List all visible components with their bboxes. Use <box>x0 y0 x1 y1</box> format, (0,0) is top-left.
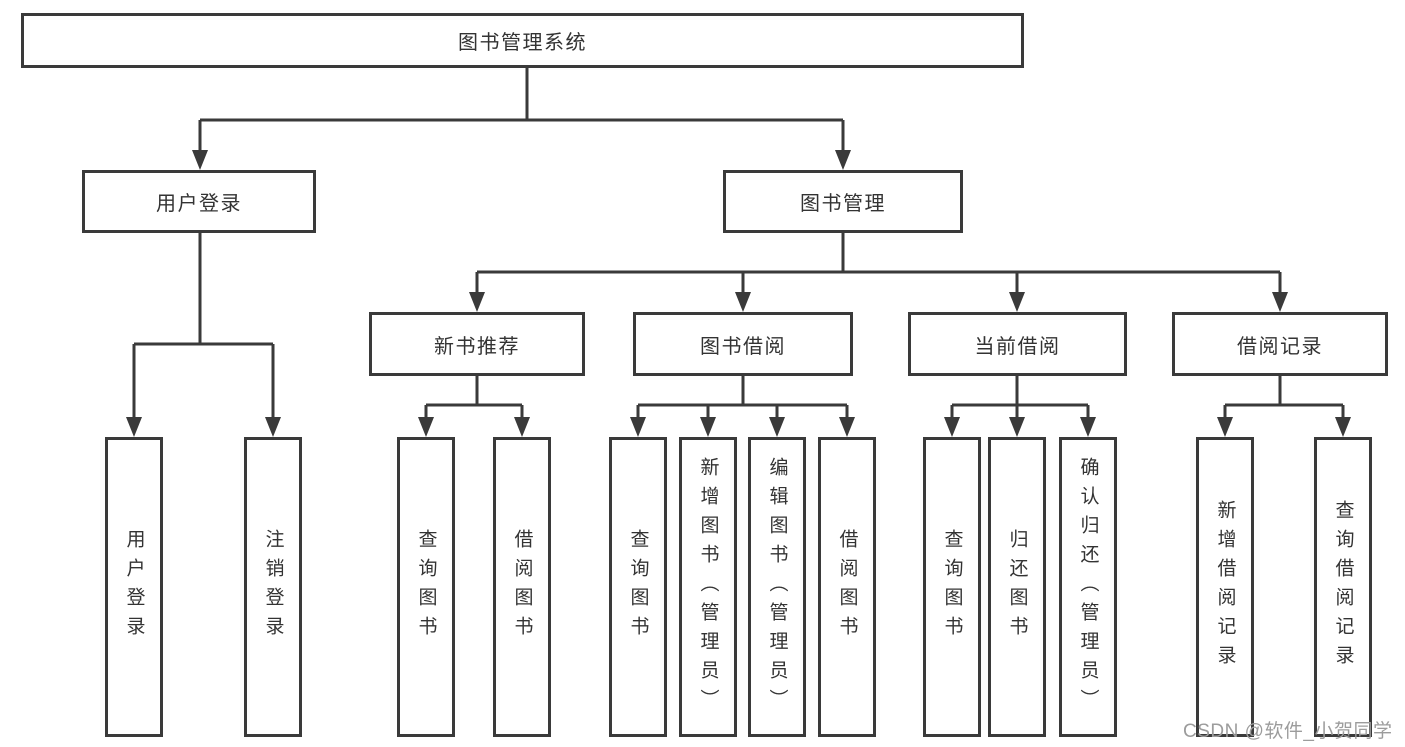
connector-arrowheads <box>126 150 1351 437</box>
leaf-query-book-borrowing-label: 查询图书 <box>627 529 649 645</box>
leaf-return-book: 归还图书 <box>988 437 1046 737</box>
leaf-edit-book-admin: 编辑图书（管理员） <box>748 437 806 737</box>
leaf-add-borrow-record-label: 新增借阅记录 <box>1214 500 1236 674</box>
node-book-management-label: 图书管理 <box>800 193 886 215</box>
leaf-user-login: 用户登录 <box>105 437 163 737</box>
leaf-return-book-label: 归还图书 <box>1006 529 1028 645</box>
leaf-add-borrow-record: 新增借阅记录 <box>1196 437 1254 737</box>
leaf-query-book-current-label: 查询图书 <box>941 529 963 645</box>
node-current-borrowing: 当前借阅 <box>908 312 1127 376</box>
leaf-query-book-recommend-label: 查询图书 <box>415 529 437 645</box>
leaf-query-book-borrowing: 查询图书 <box>609 437 667 737</box>
leaf-query-borrow-record: 查询借阅记录 <box>1314 437 1372 737</box>
leaf-add-book-admin: 新增图书（管理员） <box>679 437 737 737</box>
leaf-borrow-book-recommend-label: 借阅图书 <box>511 529 533 645</box>
node-borrowing-records-label: 借阅记录 <box>1237 335 1323 358</box>
node-user-login: 用户登录 <box>82 170 316 233</box>
node-book-borrowing-label: 图书借阅 <box>700 335 786 358</box>
csdn-watermark: CSDN @软件_小贺同学 <box>1183 721 1393 742</box>
leaf-user-login-label: 用户登录 <box>123 529 145 645</box>
node-new-book-recommend-label: 新书推荐 <box>434 335 520 358</box>
leaf-logout: 注销登录 <box>244 437 302 737</box>
node-library-management-system: 图书管理系统 <box>21 13 1024 68</box>
leaf-query-book-current: 查询图书 <box>923 437 981 737</box>
leaf-borrow-book-label: 借阅图书 <box>836 529 858 645</box>
node-current-borrowing-label: 当前借阅 <box>974 335 1061 358</box>
leaf-query-borrow-record-label: 查询借阅记录 <box>1332 500 1354 674</box>
leaf-confirm-return-admin: 确认归还（管理员） <box>1059 437 1117 737</box>
leaf-edit-book-admin-label: 编辑图书（管理员） <box>766 456 788 718</box>
leaf-add-book-admin-label: 新增图书（管理员） <box>697 456 719 718</box>
node-book-management: 图书管理 <box>723 170 963 233</box>
node-book-borrowing: 图书借阅 <box>633 312 853 376</box>
node-library-management-system-label: 图书管理系统 <box>458 32 587 54</box>
leaf-query-book-recommend: 查询图书 <box>397 437 455 737</box>
node-borrowing-records: 借阅记录 <box>1172 312 1388 376</box>
connector-lines <box>132 68 1345 421</box>
node-user-login-label: 用户登录 <box>156 193 242 215</box>
leaf-borrow-book-recommend: 借阅图书 <box>493 437 551 737</box>
leaf-borrow-book: 借阅图书 <box>818 437 876 737</box>
leaf-confirm-return-admin-label: 确认归还（管理员） <box>1077 456 1099 718</box>
node-new-book-recommend: 新书推荐 <box>369 312 585 376</box>
leaf-logout-label: 注销登录 <box>262 529 284 645</box>
